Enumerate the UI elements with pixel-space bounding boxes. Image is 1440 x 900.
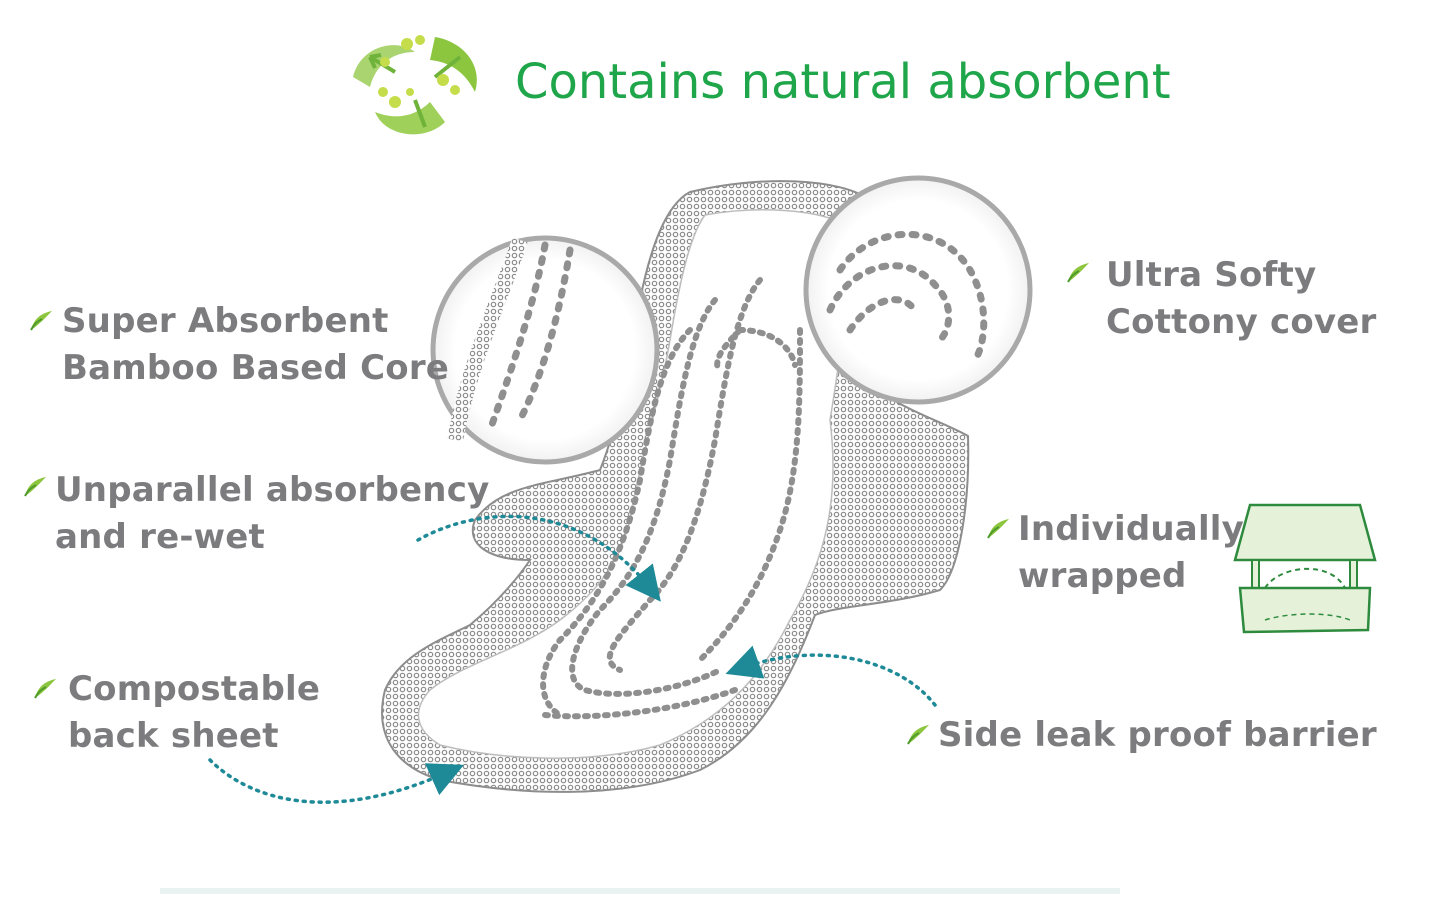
label-wrapped: Individually wrapped xyxy=(1018,506,1244,600)
label-cover-line1: Ultra Softy xyxy=(1106,255,1317,295)
label-backsheet: Compostable back sheet xyxy=(68,666,320,760)
leaf-bullet-icon xyxy=(34,679,56,699)
barrier-arrow xyxy=(725,645,937,707)
label-backsheet-line1: Compostable xyxy=(68,669,321,709)
label-wrapped-line1: Individually xyxy=(1018,509,1245,549)
cover-magnifier-lens xyxy=(803,175,1033,405)
label-absorbency: Unparallel absorbency and re-wet xyxy=(55,467,489,561)
label-barrier: Side leak proof barrier xyxy=(938,712,1377,759)
wrapped-pad-icon xyxy=(1233,503,1377,634)
leaf-bullet-icon xyxy=(907,725,929,745)
label-core-line1: Super Absorbent xyxy=(62,301,389,341)
label-backsheet-line2: back sheet xyxy=(68,716,279,756)
label-barrier-line1: Side leak proof barrier xyxy=(938,715,1377,755)
label-absorbency-line1: Unparallel absorbency xyxy=(55,470,490,510)
label-core-line2: Bamboo Based Core xyxy=(62,348,450,388)
bamboo-swirl-logo-icon xyxy=(353,35,477,135)
page-title: Contains natural absorbent xyxy=(515,54,1171,110)
leaf-bullet-icon xyxy=(24,477,46,497)
label-cover-line2: Cottony cover xyxy=(1106,302,1377,342)
label-core: Super Absorbent Bamboo Based Core xyxy=(62,298,449,392)
bottom-fade-strip xyxy=(160,888,1120,894)
label-wrapped-line2: wrapped xyxy=(1018,556,1187,596)
core-magnifier-lens xyxy=(430,235,660,465)
leaf-bullet-icon xyxy=(30,311,52,331)
label-cover: Ultra Softy Cottony cover xyxy=(1106,252,1376,346)
label-absorbency-line2: and re-wet xyxy=(55,517,265,557)
leaf-bullet-icon xyxy=(1067,263,1089,283)
backsheet-arrow xyxy=(208,758,464,804)
absorbency-arrow xyxy=(416,514,661,602)
leaf-bullet-icon xyxy=(987,519,1009,539)
